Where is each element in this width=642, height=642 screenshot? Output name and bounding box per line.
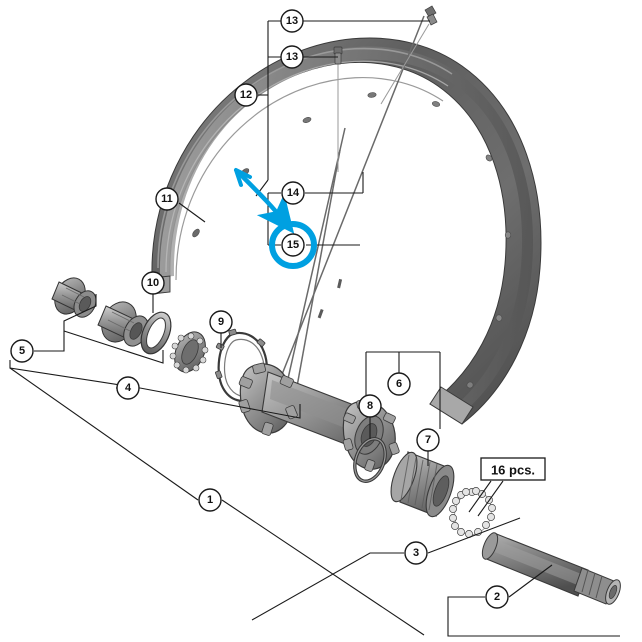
callout-5[interactable]: 5	[10, 339, 34, 363]
bearing-cage-left	[169, 331, 209, 374]
quantity-label-box	[480, 457, 546, 481]
callout-2-label: 2	[494, 591, 500, 603]
leader-16pcs-a	[468, 480, 492, 513]
axle-shaft	[481, 532, 621, 605]
nipple-leader-line	[380, 23, 430, 105]
callout-9-label: 9	[218, 316, 224, 328]
spoke-nipple-lower	[333, 46, 343, 172]
cone-nut	[97, 301, 149, 347]
ball-bearing-ring	[449, 487, 496, 538]
leader-6-spine	[366, 351, 440, 373]
callout-4-label: 4	[125, 382, 132, 394]
spoke	[280, 15, 425, 378]
callout-15-label: 15	[287, 239, 299, 251]
callout-6-label: 6	[396, 378, 402, 390]
callout-13-upper[interactable]: 13	[280, 9, 304, 33]
callout-1-label: 1	[207, 494, 213, 506]
rim-spoke-hole	[302, 117, 312, 123]
callout-7[interactable]: 7	[416, 428, 440, 452]
leader-1-bracket	[9, 367, 199, 501]
spoke-nipple-marker	[337, 278, 343, 289]
spoke-nipple-marker	[317, 308, 324, 319]
leader-2-right	[508, 564, 553, 598]
leader-1-right	[221, 499, 425, 636]
spoke-nipple-upper	[380, 5, 438, 105]
leader-2-bracket	[447, 596, 620, 637]
rim-stripe-lower	[175, 76, 444, 281]
highlight-arrow-tail	[234, 168, 252, 187]
callout-11[interactable]: 11	[155, 187, 179, 211]
quantity-label-text: 16 pcs.	[491, 463, 535, 478]
callout-5-label: 5	[19, 345, 25, 357]
rim-spoke-hole	[495, 314, 503, 322]
spoke	[295, 149, 341, 393]
callout-4[interactable]: 4	[116, 376, 140, 400]
callout-8-label: 8	[367, 400, 373, 412]
callout-15[interactable]: 15	[281, 233, 305, 257]
callout-10-label: 10	[147, 277, 159, 289]
leader-5-branch	[63, 330, 164, 364]
callout-6[interactable]: 6	[387, 372, 411, 396]
callout-3-label: 3	[413, 547, 419, 559]
rim-spoke-hole	[367, 92, 377, 98]
rim-spoke-hole	[431, 101, 441, 107]
callout-3[interactable]: 3	[404, 541, 428, 565]
leader-3-right	[427, 517, 521, 554]
rim-assembly	[151, 37, 542, 425]
leader-3-bracket	[251, 552, 404, 621]
highlight-arrow	[235, 169, 295, 234]
callout-8[interactable]: 8	[358, 394, 382, 418]
leader-lines	[9, 20, 620, 637]
callout-bubbles: 1 2 3 4 5 6 7 8	[10, 9, 509, 609]
leader-4-right	[139, 387, 301, 419]
locknut-outer	[51, 277, 97, 318]
rim-spoke-hole	[192, 228, 200, 238]
spokes-group	[280, 15, 425, 393]
callout-2[interactable]: 2	[485, 585, 509, 609]
callout-1[interactable]: 1	[198, 488, 222, 512]
o-ring	[353, 437, 387, 483]
spoke-nipple-markers	[317, 278, 343, 319]
callout-12[interactable]: 12	[234, 83, 258, 107]
callout-12-label: 12	[240, 89, 252, 101]
rim-spoke-hole	[466, 381, 474, 389]
callout-14[interactable]: 14	[281, 181, 305, 205]
leader-5-bracket	[34, 294, 97, 352]
callout-11-label: 11	[161, 193, 173, 205]
leader-16pcs-b	[477, 480, 504, 517]
spoke	[286, 127, 346, 384]
callout-9[interactable]: 9	[209, 310, 233, 334]
quantity-label-16pcs: 16 pcs.	[480, 457, 546, 481]
hub-shell	[238, 362, 400, 472]
rim-cut-face	[429, 386, 474, 425]
callout-13-upper-label: 13	[286, 15, 298, 27]
callout-10[interactable]: 10	[141, 271, 165, 295]
callout-13-lower-label: 13	[286, 51, 298, 63]
callout-14-label: 14	[287, 187, 300, 199]
leader-11	[178, 202, 206, 223]
rim-spoke-hole	[485, 154, 493, 162]
seal-ring	[140, 311, 172, 355]
callout-7-label: 7	[425, 434, 431, 446]
freehub-body	[390, 451, 455, 518]
callout-13-lower[interactable]: 13	[280, 45, 304, 69]
rim-spoke-hole	[504, 231, 512, 239]
